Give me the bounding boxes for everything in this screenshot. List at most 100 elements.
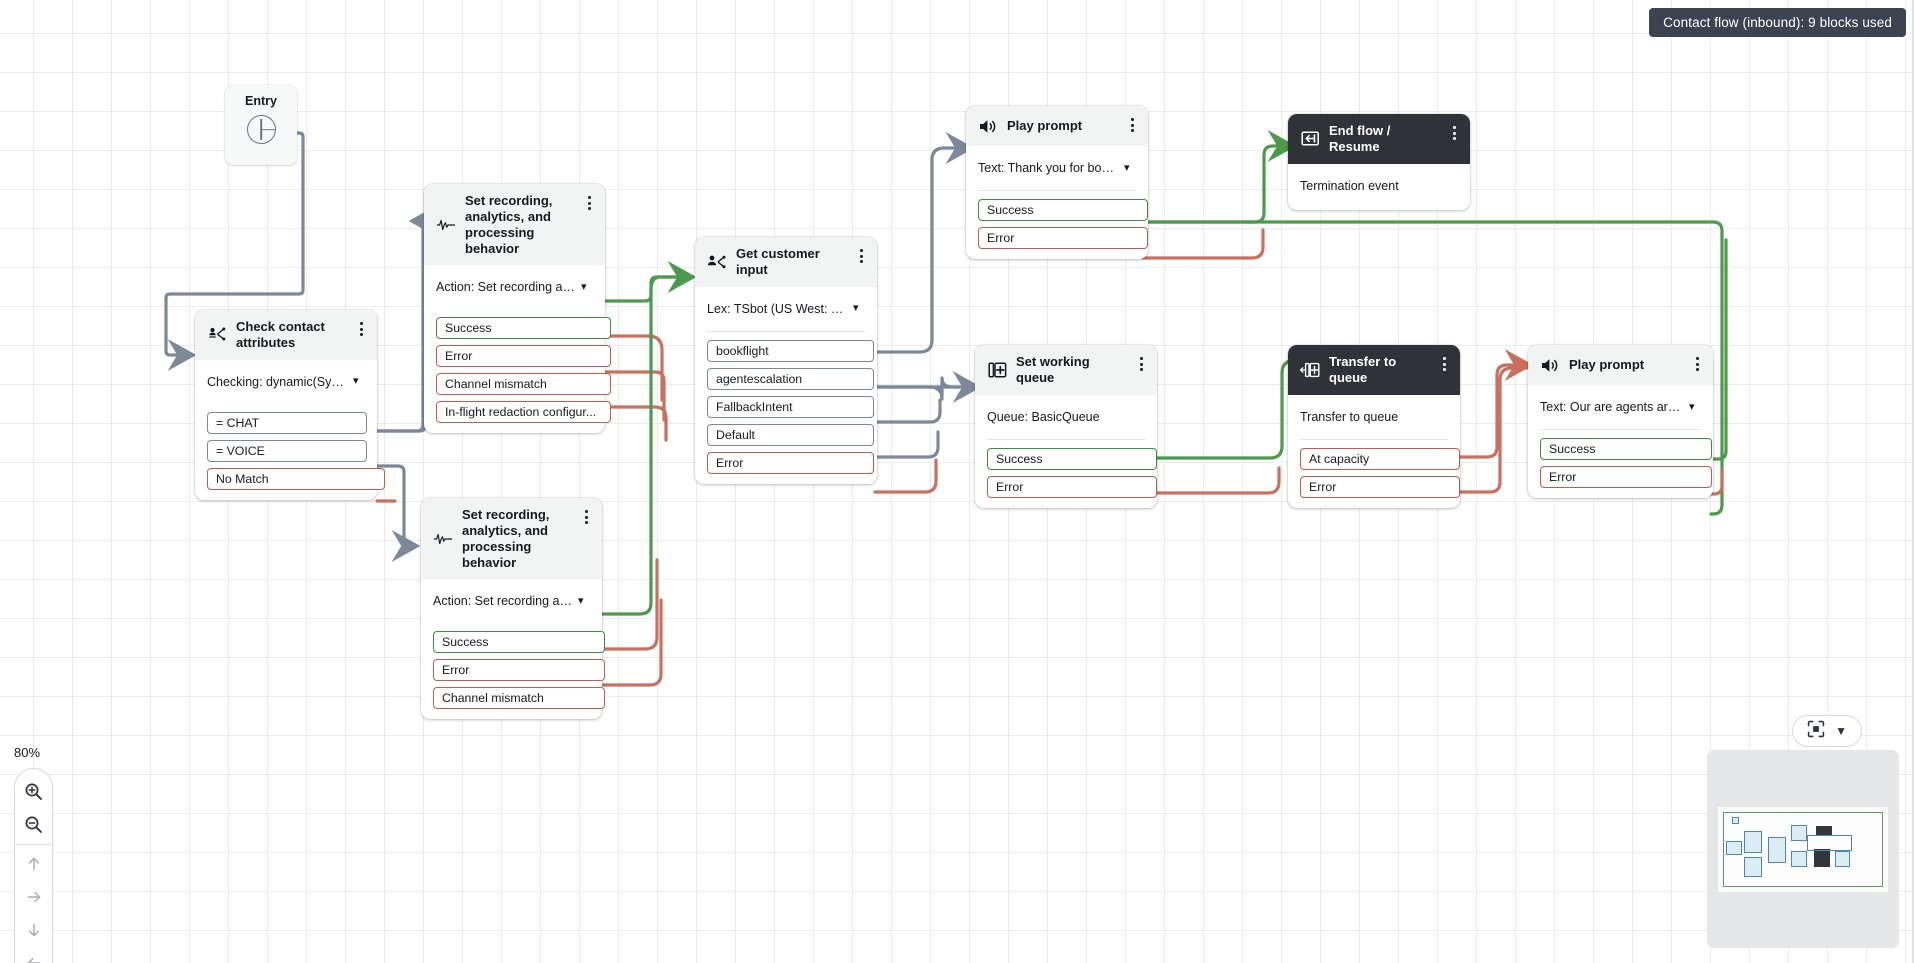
port-success[interactable]: Success xyxy=(436,317,611,340)
block-play-prompt-1[interactable]: Play prompt Text: Thank you for boo... ▾… xyxy=(966,106,1148,259)
chevron-down-icon[interactable]: ▾ xyxy=(578,594,584,607)
kebab-menu-icon[interactable] xyxy=(1125,116,1139,134)
minimap-toolbar[interactable]: ▼ xyxy=(1792,715,1862,747)
port-error[interactable]: Error xyxy=(978,227,1148,249)
block-set-working-queue[interactable]: Set working queue Queue: BasicQueue Succ… xyxy=(975,345,1157,508)
port-error[interactable]: Error xyxy=(707,451,874,474)
arrow-right-icon[interactable] xyxy=(15,880,53,913)
port-default[interactable]: Default xyxy=(707,423,874,446)
minimap-node xyxy=(1814,848,1830,867)
port-bookflight[interactable]: bookflight xyxy=(707,339,874,362)
block-transfer-to-queue[interactable]: Transfer to queue Transfer to queue At c… xyxy=(1288,345,1460,508)
block-set-recording-1[interactable]: Set recording, analytics, and processing… xyxy=(424,184,611,434)
speaker-icon xyxy=(978,116,998,136)
port-error[interactable]: Error xyxy=(1540,466,1712,488)
block-subtitle: Termination event xyxy=(1300,178,1399,193)
block-header[interactable]: End flow / Resume xyxy=(1288,114,1470,164)
divider xyxy=(987,438,1145,440)
block-title: End flow / Resume xyxy=(1329,123,1391,154)
arrow-up-icon[interactable] xyxy=(15,847,53,880)
speaker-icon xyxy=(1540,355,1560,375)
block-header[interactable]: Set working queue xyxy=(975,345,1157,395)
chevron-down-icon[interactable]: ▾ xyxy=(853,302,859,315)
end-flow-icon xyxy=(1300,129,1320,149)
block-subtitle-row[interactable]: Action: Set recording and... ▾ xyxy=(424,265,605,309)
block-get-customer-input[interactable]: Get customer input Lex: TSbot (US West: … xyxy=(695,237,877,484)
port-channel-mismatch[interactable]: Channel mismatch xyxy=(433,687,605,710)
block-subtitle: Lex: TSbot (US West: Or... xyxy=(707,301,847,316)
port-channel-mismatch[interactable]: Channel mismatch xyxy=(436,373,611,396)
caret-down-icon[interactable]: ▼ xyxy=(1835,724,1847,738)
port-success[interactable]: Success xyxy=(987,447,1157,470)
minimap-node xyxy=(1791,850,1807,867)
fit-to-screen-icon[interactable] xyxy=(1807,720,1825,743)
port-fallbackintent[interactable]: FallbackIntent xyxy=(707,395,874,418)
kebab-menu-icon[interactable] xyxy=(582,194,596,212)
minimap-node xyxy=(1744,830,1762,853)
block-header[interactable]: Play prompt xyxy=(1528,345,1713,385)
port-error[interactable]: Error xyxy=(1300,475,1460,498)
minimap[interactable] xyxy=(1707,750,1899,948)
block-subtitle-row[interactable]: Text: Our are agents are... ▾ xyxy=(1528,385,1713,429)
chevron-down-icon[interactable]: ▾ xyxy=(581,280,587,293)
chevron-down-icon[interactable]: ▾ xyxy=(1689,400,1695,413)
port-in-flight-redaction[interactable]: In-flight redaction configur... xyxy=(436,401,611,424)
minimap-node xyxy=(1816,825,1832,835)
kebab-menu-icon[interactable] xyxy=(1437,355,1451,373)
block-title: Transfer to queue xyxy=(1329,354,1397,385)
port-at-capacity[interactable]: At capacity xyxy=(1300,447,1460,470)
arrow-left-icon[interactable] xyxy=(15,946,53,963)
waveform-icon xyxy=(433,529,453,549)
port-error[interactable]: Error xyxy=(436,345,611,368)
block-subtitle-row[interactable]: Action: Set recording and... ▾ xyxy=(421,579,602,623)
port-error[interactable]: Error xyxy=(433,659,605,682)
block-set-recording-2[interactable]: Set recording, analytics, and processing… xyxy=(421,498,605,720)
port-success[interactable]: Success xyxy=(433,631,605,654)
block-header[interactable]: Get customer input xyxy=(695,237,877,287)
kebab-menu-icon[interactable] xyxy=(354,320,368,338)
minimap-node xyxy=(1835,850,1850,867)
port-success[interactable]: Success xyxy=(978,199,1148,221)
minimap-viewport[interactable] xyxy=(1723,811,1883,887)
port-chat[interactable]: = CHAT xyxy=(207,411,367,434)
port-voice[interactable]: = VOICE xyxy=(207,439,367,462)
block-header[interactable]: Play prompt xyxy=(966,106,1148,146)
zoom-controls[interactable] xyxy=(14,768,53,963)
block-title: Set recording, analytics, and processing… xyxy=(465,193,553,256)
block-subtitle-row[interactable]: Text: Thank you for boo... ▾ xyxy=(966,146,1148,190)
chevron-down-icon[interactable]: ▾ xyxy=(353,375,359,388)
zoom-in-icon[interactable] xyxy=(15,775,53,808)
block-header[interactable]: Transfer to queue xyxy=(1288,345,1460,395)
block-subtitle: Action: Set recording and... xyxy=(436,280,575,295)
port-agentescalation[interactable]: agentescalation xyxy=(707,367,874,390)
block-end-flow-resume[interactable]: End flow / Resume Termination event xyxy=(1288,114,1470,210)
divider xyxy=(707,330,865,332)
get-customer-input-icon xyxy=(707,252,727,272)
zoom-out-icon[interactable] xyxy=(15,808,53,841)
entry-label: Entry xyxy=(245,94,277,108)
entry-block[interactable]: Entry xyxy=(225,85,297,165)
kebab-menu-icon[interactable] xyxy=(579,508,593,526)
block-check-contact-attributes[interactable]: Check contact attributes Checking: dynam… xyxy=(195,310,385,500)
block-ports: Success Error xyxy=(975,440,1157,508)
block-subtitle: Text: Our are agents are... xyxy=(1540,400,1683,414)
arrow-down-icon[interactable] xyxy=(15,913,53,946)
chevron-down-icon[interactable]: ▾ xyxy=(1124,161,1130,174)
port-error[interactable]: Error xyxy=(987,475,1157,498)
block-header[interactable]: Set recording, analytics, and processing… xyxy=(421,498,602,580)
port-no-match[interactable]: No Match xyxy=(207,467,385,490)
block-header[interactable]: Set recording, analytics, and processing… xyxy=(424,184,605,266)
kebab-menu-icon[interactable] xyxy=(854,247,868,265)
port-success[interactable]: Success xyxy=(1540,438,1712,460)
block-title: Check contact attributes xyxy=(236,319,325,350)
minimap-node xyxy=(1791,824,1807,841)
block-subtitle-row[interactable]: Lex: TSbot (US West: Or... ▾ xyxy=(695,287,877,331)
block-subtitle-row: Queue: BasicQueue xyxy=(975,395,1157,439)
kebab-menu-icon[interactable] xyxy=(1447,124,1461,142)
block-subtitle-row[interactable]: Checking: dynamic(Syste... ▾ xyxy=(195,360,377,404)
kebab-menu-icon[interactable] xyxy=(1690,355,1704,373)
block-play-prompt-2[interactable]: Play prompt Text: Our are agents are... … xyxy=(1528,345,1713,498)
block-header[interactable]: Check contact attributes xyxy=(195,310,377,360)
kebab-menu-icon[interactable] xyxy=(1134,355,1148,373)
